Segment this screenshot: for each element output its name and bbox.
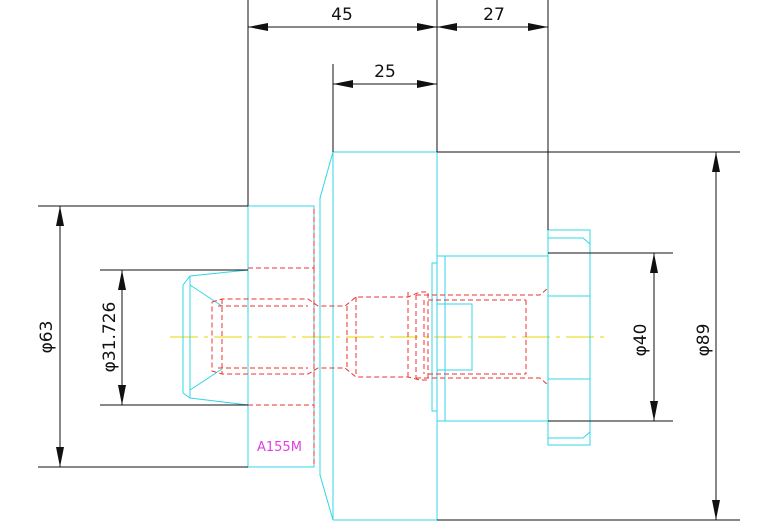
dimension-label-phi-89: φ89 <box>694 324 714 357</box>
dimension-25: 25 <box>332 62 437 152</box>
part-label: A155M <box>257 440 302 455</box>
dimension-label-phi-63: φ63 <box>37 321 57 354</box>
dimension-label-phi-31726: φ31.726 <box>100 302 120 373</box>
dimension-phi-63: φ63 <box>37 205 248 468</box>
dimension-label-45: 45 <box>331 5 353 25</box>
dimension-27: 27 <box>437 0 549 230</box>
dimension-phi-40: φ40 <box>548 252 673 422</box>
dimension-45: 45 <box>247 0 438 206</box>
hidden-outline <box>211 206 549 467</box>
dimension-label-27: 27 <box>483 5 505 25</box>
visible-outline <box>182 151 591 521</box>
dimension-phi-31726: φ31.726 <box>100 269 248 406</box>
dimension-phi-89: φ89 <box>437 151 740 521</box>
dimension-label-phi-40: φ40 <box>631 324 651 357</box>
dimension-label-25: 25 <box>374 62 396 82</box>
